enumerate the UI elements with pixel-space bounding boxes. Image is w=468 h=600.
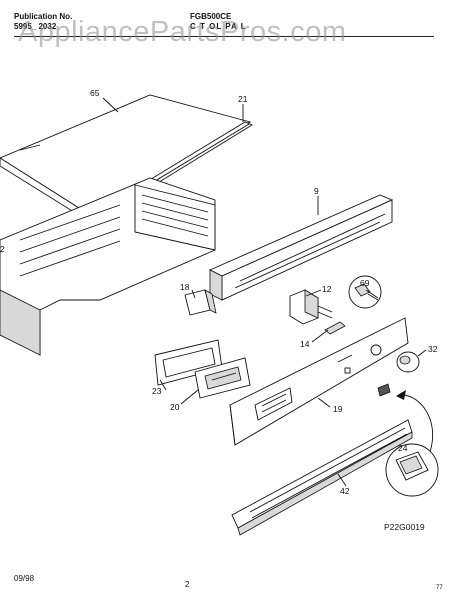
label-part-12: 12: [322, 284, 332, 294]
label-part-32: 32: [428, 344, 438, 354]
label-part-24: 24: [398, 443, 408, 453]
rocker-switch-inset: [385, 443, 439, 497]
footer-corner-mark: 77: [436, 585, 443, 591]
clip-bracket-part: [184, 289, 217, 316]
header-rule: [14, 36, 434, 37]
watermark: AppliancePartsPros.com: [18, 16, 347, 48]
control-bracket-part: [208, 194, 394, 301]
publication-label: Publication No.: [14, 12, 73, 21]
control-panel-part: [229, 317, 409, 446]
label-part-18: 18: [180, 282, 190, 292]
back-frame-part: [0, 177, 216, 356]
switch-block-part: [289, 289, 333, 325]
footer-date: 09/98: [14, 574, 35, 583]
callout-arrow: [401, 394, 434, 453]
model-number: FGB500CE: [190, 12, 232, 21]
label-part-21: 21: [238, 94, 248, 104]
publication-number: 5995_ 2032: [14, 22, 57, 31]
label-part-69: 69: [360, 278, 370, 288]
leader-lines: [102, 97, 427, 487]
label-part-14: 14: [300, 339, 310, 349]
fastener-part: [324, 321, 346, 335]
display-module-part: [194, 357, 251, 399]
label-part-9: 9: [314, 186, 319, 196]
label-part-20: 20: [170, 402, 180, 412]
vent-grille-part: [231, 419, 413, 536]
screw-part: [348, 275, 382, 309]
callout-arrowhead: [396, 390, 406, 400]
label-part-2: 2: [0, 244, 5, 254]
knob-part: [396, 351, 420, 373]
connector-part: [377, 383, 391, 397]
label-part-19: 19: [333, 404, 343, 414]
bezel-frame-part: [154, 339, 223, 386]
diagram-code: P22G0019: [384, 522, 425, 532]
label-part-42: 42: [340, 486, 350, 496]
section-title: C T OL PA L: [190, 22, 247, 31]
footer-page-number: 2: [185, 580, 190, 589]
label-part-65: 65: [90, 88, 100, 98]
label-part-23: 23: [152, 386, 162, 396]
